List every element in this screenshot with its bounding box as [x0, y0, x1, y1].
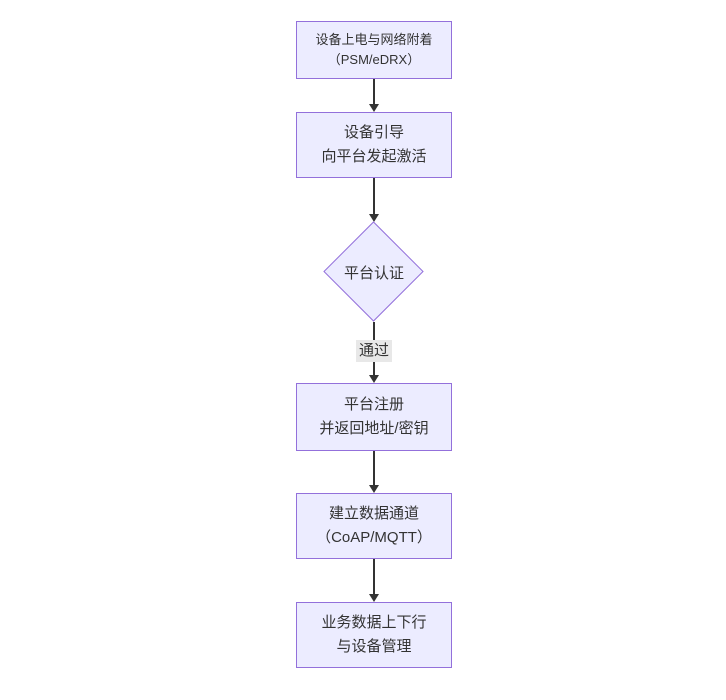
node-label-line: 与设备管理	[336, 638, 412, 655]
edge-line	[373, 79, 375, 104]
node-label-line: 设备上电与网络附着	[315, 32, 433, 47]
arrow-down-icon	[368, 214, 379, 222]
node-label-line: 平台注册	[343, 396, 404, 413]
flow-node-business-data: 业务数据上下行 与设备管理	[296, 602, 452, 668]
arrow-down-icon	[368, 104, 379, 112]
edge-line	[373, 559, 375, 594]
node-label-line: （CoAP/MQTT）	[316, 529, 432, 546]
edge-line	[373, 178, 375, 214]
flow-node-register: 平台注册 并返回地址/密钥	[296, 383, 452, 451]
flow-node-bootstrap: 设备引导 向平台发起激活	[296, 112, 452, 178]
node-label-line: 业务数据上下行	[321, 614, 427, 631]
flow-node-data-channel: 建立数据通道 （CoAP/MQTT）	[296, 493, 452, 559]
node-label-line: 平台认证	[343, 264, 404, 282]
node-label-line: 设备引导	[343, 124, 404, 141]
arrow-down-icon	[368, 594, 379, 602]
edge-label-pass: 通过	[355, 340, 393, 362]
node-label-line: （PSM/eDRX）	[327, 52, 421, 67]
node-label-line: 向平台发起激活	[321, 148, 427, 165]
flow-node-platform-auth: 平台认证	[323, 221, 424, 322]
edge-line	[373, 451, 375, 485]
arrow-down-icon	[368, 375, 379, 383]
arrow-down-icon	[368, 485, 379, 493]
node-label-line: 并返回地址/密钥	[319, 420, 429, 437]
flow-node-power-attach: 设备上电与网络附着 （PSM/eDRX）	[296, 21, 452, 79]
node-label-line: 建立数据通道	[328, 505, 419, 522]
